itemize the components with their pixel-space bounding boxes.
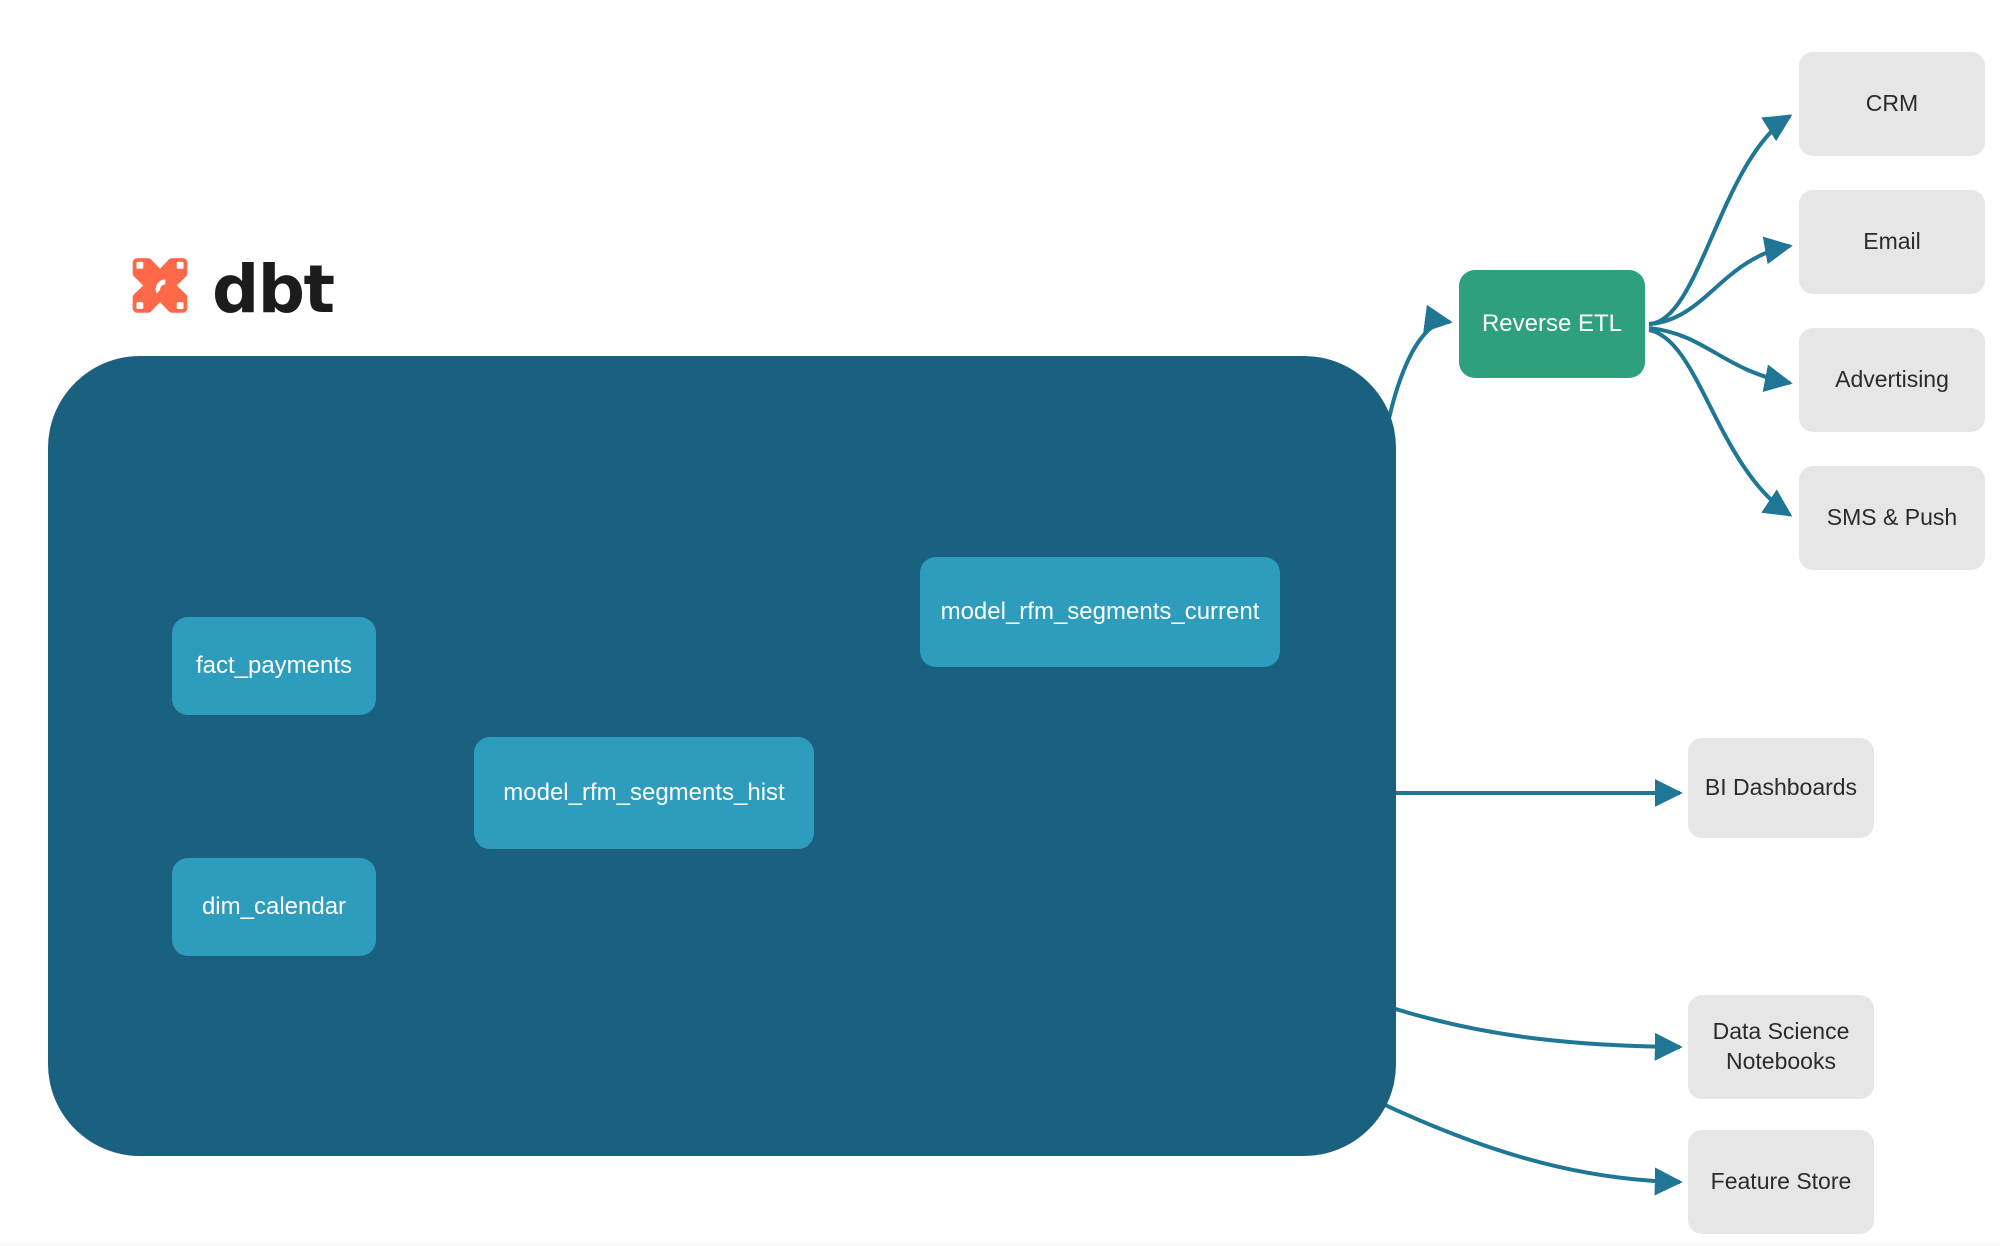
node-model-rfm-segments-current-label: model_rfm_segments_current — [940, 598, 1260, 626]
edge-hist-to-data-science — [1385, 1004, 1683, 1061]
node-crm-label: CRM — [1865, 90, 1919, 117]
node-dim-calendar[interactable]: dim_calendar — [172, 858, 376, 956]
node-feature-store-label: Feature Store — [1710, 1168, 1852, 1195]
node-model-rfm-segments-hist-label: model_rfm_segments_hist — [503, 779, 785, 807]
edge-reverse-etl-to-sms-push — [1648, 328, 1793, 517]
node-model-rfm-segments-hist[interactable]: model_rfm_segments_hist — [474, 737, 814, 849]
edge-hist-to-feature-store — [1365, 1094, 1683, 1196]
node-data-science-notebooks-label-line2: Notebooks — [1726, 1048, 1836, 1074]
node-data-science-notebooks-label: Data Science Notebooks — [1713, 1017, 1850, 1077]
node-dim-calendar-label: dim_calendar — [201, 893, 347, 921]
node-sms-push[interactable]: SMS & Push — [1799, 466, 1985, 570]
node-reverse-etl[interactable]: Reverse ETL — [1459, 270, 1645, 378]
node-data-science-notebooks[interactable]: Data Science Notebooks — [1688, 995, 1874, 1099]
node-advertising-label: Advertising — [1835, 366, 1949, 393]
node-reverse-etl-label: Reverse ETL — [1481, 310, 1623, 338]
node-crm[interactable]: CRM — [1799, 52, 1985, 156]
node-fact-payments[interactable]: fact_payments — [172, 617, 376, 715]
node-feature-store[interactable]: Feature Store — [1688, 1130, 1874, 1234]
edge-reverse-etl-to-email — [1648, 236, 1793, 326]
node-bi-dashboards-label: BI Dashboards — [1704, 774, 1858, 801]
node-data-science-notebooks-label-line1: Data Science — [1712, 1018, 1850, 1045]
node-fact-payments-label: fact_payments — [195, 652, 353, 680]
node-email-label: Email — [1863, 228, 1921, 255]
bottom-edge-hairline — [0, 1242, 2000, 1246]
dbt-wordmark: dbt — [212, 251, 335, 328]
node-bi-dashboards[interactable]: BI Dashboards — [1688, 738, 1874, 838]
edge-reverse-etl-to-crm — [1648, 114, 1793, 326]
node-model-rfm-segments-current[interactable]: model_rfm_segments_current — [920, 557, 1280, 667]
node-advertising[interactable]: Advertising — [1799, 328, 1985, 432]
dbt-logo-icon — [132, 258, 188, 313]
edge-reverse-etl-to-advertising — [1648, 326, 1793, 393]
node-sms-push-label: SMS & Push — [1826, 504, 1958, 531]
node-email[interactable]: Email — [1799, 190, 1985, 294]
dbt-brand: dbt — [122, 251, 335, 328]
